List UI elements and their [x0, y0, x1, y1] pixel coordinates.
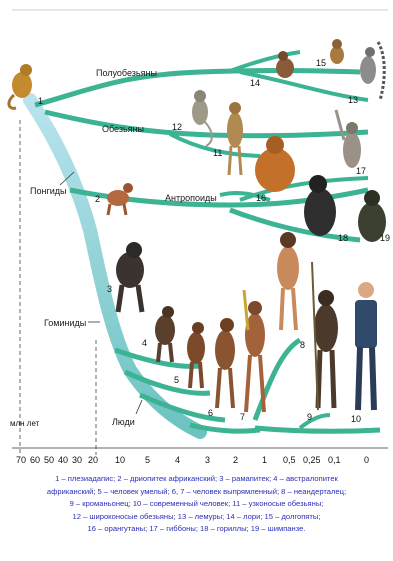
num-14: 14	[250, 78, 260, 88]
figure-erectus-7	[244, 290, 265, 412]
figure-neanderthal	[277, 232, 299, 330]
figure-broad-nosed-monkey	[192, 90, 212, 146]
branch-cromagnon	[300, 415, 330, 428]
legend-line: 16 – орангутаны; 17 – гиббоны; 18 – гори…	[6, 523, 387, 536]
tick: 0	[364, 455, 369, 465]
tick: 0,1	[328, 455, 341, 465]
num-6: 6	[208, 408, 213, 418]
num-19: 19	[380, 233, 390, 243]
figure-narrow-nosed-monkey	[227, 102, 243, 175]
num-12: 12	[172, 122, 182, 132]
tick: 20	[88, 455, 98, 465]
num-16: 16	[256, 193, 266, 203]
legend-line: 12 – широконосые обезьяны; 13 – лемуры; …	[6, 511, 387, 524]
num-9: 9	[307, 412, 312, 422]
num-11: 11	[213, 148, 222, 158]
num-18: 18	[338, 233, 348, 243]
tick: 30	[72, 455, 82, 465]
tick: 3	[205, 455, 210, 465]
branch-modern	[255, 428, 380, 431]
phylogenetic-tree	[0, 0, 393, 470]
tick: 1	[262, 455, 267, 465]
tick: 70	[16, 455, 26, 465]
num-2: 2	[95, 194, 100, 204]
num-8: 8	[300, 340, 305, 350]
figure-erectus-6	[215, 318, 235, 408]
num-10: 10	[351, 414, 361, 424]
pointer-people	[136, 400, 142, 414]
label-hominids: Гоминиды	[44, 318, 86, 328]
figure-habilis	[187, 322, 205, 388]
num-5: 5	[174, 375, 179, 385]
tick: 40	[58, 455, 68, 465]
num-1: 1	[38, 96, 43, 106]
figure-cromagnon	[312, 262, 338, 410]
legend-line: 9 – кроманьонец; 10 – современный челове…	[6, 498, 387, 511]
figure-lemur	[360, 42, 384, 100]
label-people: Люди	[112, 417, 135, 427]
tick: 0,5	[283, 455, 296, 465]
num-7: 7	[240, 412, 245, 422]
figure-gibbon	[336, 110, 361, 168]
legend-line: африканский; 5 – человек умелый; 6, 7 – …	[6, 486, 387, 499]
tick: 0,25	[303, 455, 321, 465]
legend-line: 1 – плезиадапис; 2 – дриопитек африканск…	[6, 473, 387, 486]
figure-orangutan	[255, 136, 295, 192]
legend: 1 – плезиадапис; 2 – дриопитек африканск…	[6, 473, 387, 536]
label-pongids: Понгиды	[30, 186, 66, 196]
figure-modern-human	[355, 282, 377, 410]
tick: 10	[115, 455, 125, 465]
tick: 5	[145, 455, 150, 465]
num-4: 4	[142, 338, 147, 348]
axis-unit: млн лет	[10, 419, 39, 428]
label-prosimians: Полуобезьяны	[96, 68, 157, 78]
label-monkeys: Обезьяны	[102, 124, 144, 134]
tick: 50	[44, 455, 54, 465]
tick: 60	[30, 455, 40, 465]
num-3: 3	[107, 284, 112, 294]
figure-australopithecus	[155, 306, 175, 362]
num-17: 17	[356, 166, 366, 176]
figure-ramapithecus	[116, 242, 144, 312]
tick: 4	[175, 455, 180, 465]
num-15: 15	[316, 58, 326, 68]
label-anthropoids: Антропоиды	[165, 193, 217, 203]
tick: 2	[233, 455, 238, 465]
figure-tarsier	[330, 39, 344, 64]
num-13: 13	[348, 95, 358, 105]
